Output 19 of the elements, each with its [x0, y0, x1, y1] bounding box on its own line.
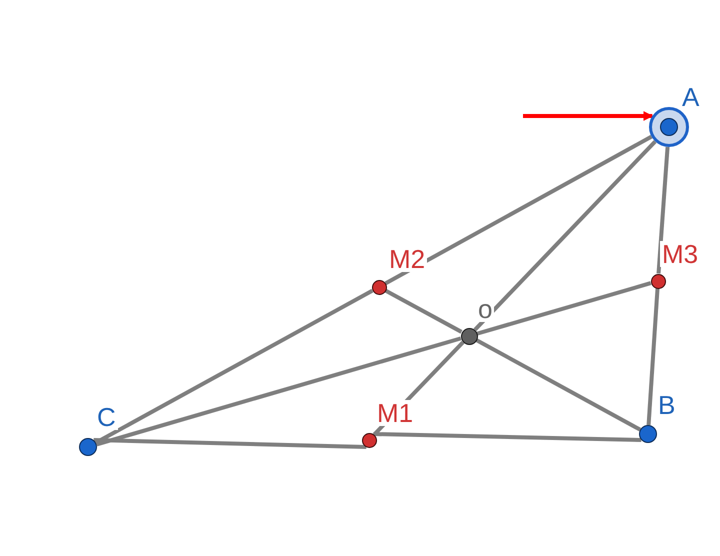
selected-vertex-point	[649, 107, 689, 147]
vertex-point	[639, 425, 657, 443]
midpoint	[372, 280, 386, 294]
line-segment	[473, 140, 657, 332]
line-segment	[373, 432, 642, 442]
line-segment	[94, 288, 374, 444]
line-segment	[384, 288, 462, 334]
vertex-point	[79, 438, 97, 456]
midpoint	[362, 432, 376, 448]
line-segment	[656, 146, 670, 274]
line-segment	[476, 281, 652, 336]
centroid-point	[460, 328, 478, 344]
line-segment	[96, 336, 462, 446]
arrow	[523, 111, 654, 121]
line-segment	[94, 438, 366, 449]
line-segment	[476, 338, 642, 432]
line-segment	[646, 288, 660, 426]
line-segment	[384, 134, 652, 286]
midpoint	[650, 274, 666, 288]
